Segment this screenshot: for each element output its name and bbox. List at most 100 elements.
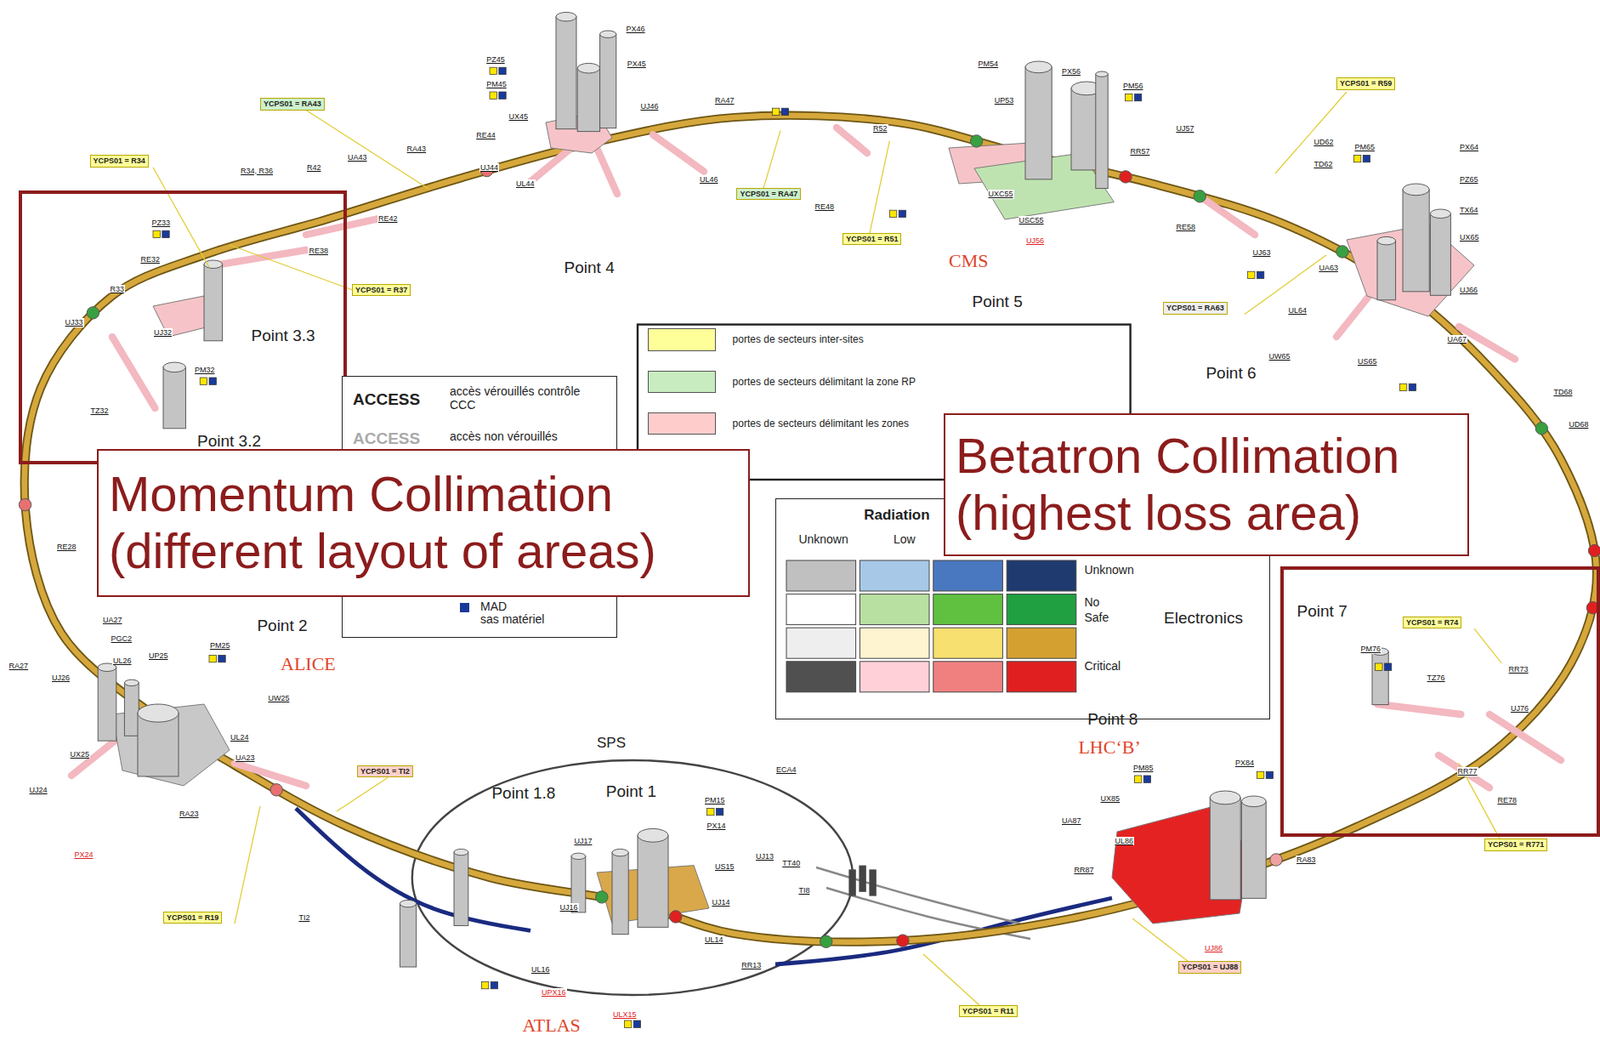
area-code: UD62 [1312, 137, 1334, 147]
node-text: Point 3.2 [197, 431, 261, 451]
side-tunnel [112, 336, 155, 409]
area-code: UP53 [993, 96, 1016, 105]
node-text: No [1083, 595, 1100, 609]
shaft-top [163, 362, 186, 373]
access-blue [1134, 93, 1141, 101]
ring-sector-door [896, 934, 909, 947]
area-code: UA27 [102, 615, 124, 625]
point-name: Point 1.8 [491, 783, 556, 803]
access-symbol [1248, 271, 1265, 279]
location-tag: YCPS01 = R19 [163, 911, 222, 924]
access-blue [490, 981, 498, 988]
node-text: YCPS01 = R771 [1487, 839, 1544, 849]
shaft [637, 828, 669, 927]
ring-sector-door [1535, 422, 1548, 435]
side-tunnel [836, 127, 868, 154]
area-code: UJ57 [1174, 124, 1195, 133]
shaft [1025, 61, 1052, 180]
area-code: TX64 [1458, 205, 1480, 215]
shaft-body [637, 834, 669, 927]
access-yellow [707, 807, 715, 815]
shaft-body [1241, 800, 1266, 898]
node-text: ACCESS [352, 390, 420, 409]
area-code: UX85 [1100, 794, 1122, 803]
node-text: YCPS01 = TI2 [360, 766, 410, 776]
area-code: UL64 [1287, 306, 1308, 315]
access-symbol [624, 1020, 641, 1027]
area-code: PM56 [1122, 81, 1145, 91]
location-tag: YCPS01 = R37 [351, 283, 411, 296]
shaft-body [1377, 240, 1396, 301]
access-symbol [481, 981, 498, 988]
ring-sector-door [18, 498, 31, 511]
radiation-cell [933, 560, 1004, 591]
access-blue [162, 230, 170, 238]
node-text: Point 3.3 [251, 326, 316, 346]
access-symbol [889, 209, 906, 217]
access-blue [715, 807, 723, 815]
node-text: YCPS01 = R74 [1406, 618, 1459, 627]
shaft [577, 62, 600, 131]
shaft-body [577, 68, 600, 131]
area-code: RR13 [740, 960, 762, 970]
cavern [153, 295, 210, 337]
access-symbol [489, 91, 506, 99]
ring-sector-door [669, 910, 682, 923]
node-text: YCPS01 = R34 [93, 156, 146, 165]
area-code: PM25 [209, 641, 232, 650]
location-tag: YCPS01 = RA63 [1163, 301, 1228, 314]
area-code: UA63 [1317, 263, 1340, 273]
shaft-body [1372, 651, 1389, 704]
node-text: YCPS01 = R59 [1339, 79, 1392, 88]
access-blue [1384, 663, 1391, 670]
location-tag: YCPS01 = TI2 [357, 765, 414, 778]
radiation-cell [1006, 560, 1077, 591]
shaft-body [1095, 73, 1108, 188]
leader-line [923, 953, 980, 1005]
area-code: UJ56 [1025, 236, 1045, 245]
small-shaft [868, 868, 876, 896]
area-code: R42 [306, 163, 323, 172]
shaft-top [137, 703, 179, 722]
shaft-top [453, 848, 469, 855]
ring-sector-door [970, 135, 982, 148]
area-code: UJ86 [1203, 943, 1224, 953]
radiation-cell [859, 627, 930, 659]
access-yellow [624, 1020, 631, 1027]
access-symbol [153, 230, 170, 238]
shaft [1241, 795, 1266, 898]
point-name: Point 2 [256, 616, 307, 636]
area-code: UJ13 [754, 851, 775, 861]
area-code: UA87 [1060, 816, 1083, 825]
lhc-ring [24, 115, 1597, 942]
area-code: UW25 [266, 693, 290, 703]
area-code: RE28 [56, 542, 78, 551]
experiment-name: ALICE [280, 652, 336, 675]
lhc-ring-outline [24, 115, 1597, 942]
node-text: YCPS01 = R19 [166, 913, 219, 922]
access-symbol [771, 107, 789, 115]
access-yellow [1125, 93, 1133, 101]
area-code: PM54 [977, 59, 1000, 69]
access-yellow [489, 91, 497, 99]
area-code: TD62 [1312, 159, 1334, 169]
shaft-top [571, 852, 586, 859]
area-code: UX45 [508, 112, 530, 121]
area-code: UJ44 [479, 163, 500, 172]
access-symbol [1353, 154, 1370, 162]
access-blue [898, 209, 906, 217]
area-code: PGC2 [110, 634, 134, 643]
area-code: PM85 [1132, 763, 1155, 772]
area-code: PM32 [193, 365, 216, 375]
access-yellow [1353, 154, 1361, 162]
accelerator-name: SPS [596, 734, 626, 752]
radiation-cell [1006, 660, 1077, 692]
shaft-body [97, 667, 117, 741]
ring-sector-door [1270, 853, 1283, 866]
area-code: UJ76 [1509, 703, 1530, 713]
access-symbol [707, 807, 724, 815]
area-code: TI8 [797, 885, 811, 895]
area-code: UL44 [515, 179, 536, 188]
access-blue [633, 1020, 641, 1027]
